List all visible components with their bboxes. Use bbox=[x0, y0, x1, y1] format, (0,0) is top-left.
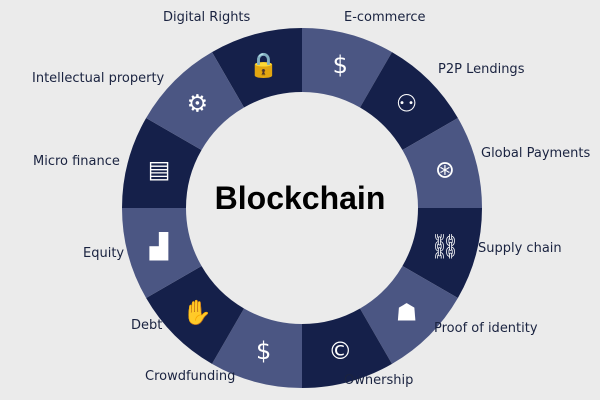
segment-e-commerce bbox=[302, 28, 392, 108]
label-e-commerce: E-commerce bbox=[344, 10, 426, 25]
label-ownership: Ownership bbox=[344, 373, 414, 388]
label-p2p-lendings: P2P Lendings bbox=[438, 62, 525, 77]
label-supply-chain: Supply chain bbox=[478, 241, 562, 256]
segment-digital-rights bbox=[212, 28, 302, 108]
segment-micro-finance bbox=[122, 118, 202, 208]
money-icon: $ bbox=[256, 337, 271, 365]
center-title: Blockchain bbox=[214, 180, 386, 216]
segment-ownership bbox=[302, 308, 392, 388]
segment-proof-of-identity bbox=[360, 266, 458, 364]
copyright-icon: © bbox=[328, 337, 352, 365]
mobile-payment-icon: $ bbox=[333, 51, 348, 79]
label-global-payments: Global Payments bbox=[481, 146, 591, 161]
label-debt: Debt bbox=[131, 318, 163, 333]
label-equity: Equity bbox=[83, 246, 125, 261]
label-digital-rights: Digital Rights bbox=[163, 10, 251, 25]
lock-icon: 🔒 bbox=[249, 51, 279, 79]
label-crowdfunding: Crowdfunding bbox=[145, 369, 236, 384]
segment-p2p-lendings bbox=[360, 52, 458, 150]
segment-supply-chain bbox=[402, 208, 482, 298]
id-badge-icon: ☗ bbox=[396, 299, 418, 327]
segment-crowdfunding bbox=[212, 308, 302, 388]
bar-growth-icon: ▟ bbox=[149, 231, 169, 260]
gear-idea-icon: ⚙ bbox=[187, 89, 209, 117]
label-intellectual-property: Intellectual property bbox=[32, 71, 165, 86]
segment-global-payments bbox=[402, 118, 482, 208]
cash-icon: ▤ bbox=[148, 156, 171, 184]
label-proof-of-identity: Proof of identity bbox=[434, 321, 538, 336]
segment-debt bbox=[146, 266, 244, 364]
segment-equity bbox=[122, 208, 202, 298]
chain-icon: ⛓ bbox=[430, 232, 460, 260]
segment-intellectual-property bbox=[146, 52, 244, 150]
label-micro-finance: Micro finance bbox=[33, 154, 120, 169]
hand-coin-icon: ✋ bbox=[182, 299, 212, 327]
globe-dollar-icon: ⊛ bbox=[435, 156, 455, 184]
people-icon: ⚇ bbox=[396, 89, 418, 117]
